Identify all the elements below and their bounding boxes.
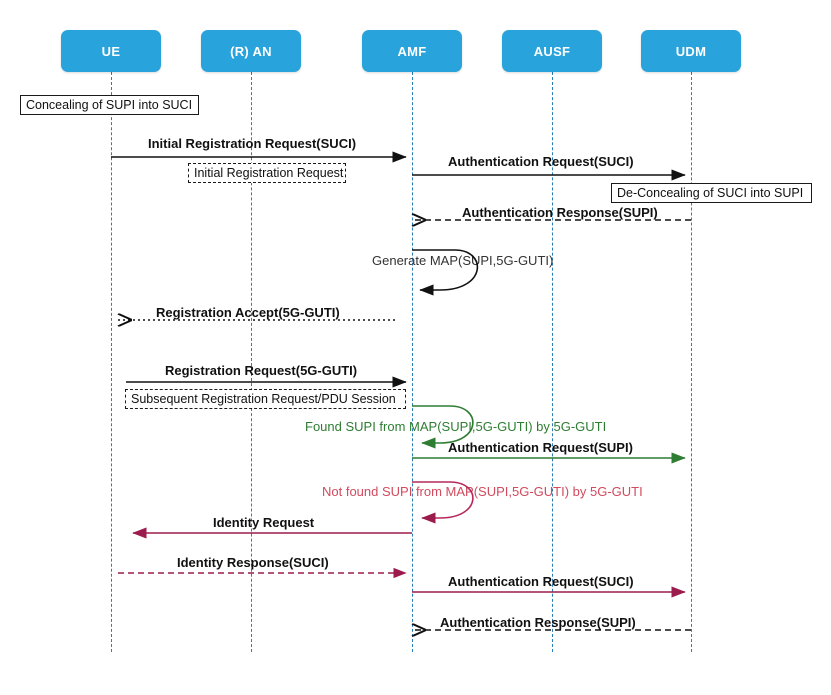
msglabel-registration-accept-5g-guti: Registration Accept(5G-GUTI) — [156, 305, 340, 320]
note-deconcealing-suci: De-Concealing of SUCI into SUPI — [611, 183, 812, 203]
msglabel-authentication-request-supi: Authentication Request(SUPI) — [448, 440, 633, 455]
msglabel-authentication-response-supi-1: Authentication Response(SUPI) — [462, 205, 658, 220]
lifeline-udm — [691, 72, 692, 652]
msglabel-found-supi: Found SUPI from MAP(SUPI,5G-GUTI) by 5G-… — [305, 419, 607, 434]
lifeline-ran — [251, 72, 252, 652]
lifeline-amf — [412, 72, 413, 652]
actor-box-amf[interactable]: AMF — [362, 30, 462, 72]
actor-box-ue[interactable]: UE — [61, 30, 161, 72]
lifeline-ausf — [552, 72, 553, 652]
msglabel-authentication-response-supi-2: Authentication Response(SUPI) — [440, 615, 636, 630]
note-initial-registration-request: Initial Registration Request — [188, 163, 346, 183]
note-concealing-supi: Concealing of SUPI into SUCI — [20, 95, 199, 115]
msglabel-initial-registration-request-suci: Initial Registration Request(SUCI) — [148, 136, 357, 151]
actor-box-udm[interactable]: UDM — [641, 30, 741, 72]
note-subsequent-registration-request: Subsequent Registration Request/PDU Sess… — [125, 389, 406, 409]
msglabel-generate-map: Generate MAP(SUPI,5G-GUTI) — [372, 253, 554, 268]
actor-box-ran[interactable]: (R) AN — [201, 30, 301, 72]
msglabel-registration-request-5g-guti: Registration Request(5G-GUTI) — [165, 363, 358, 378]
msglabel-not-found-supi: Not found SUPI from MAP(SUPI,5G-GUTI) by… — [322, 484, 643, 499]
msglabel-authentication-request-suci-1: Authentication Request(SUCI) — [448, 154, 634, 169]
actor-box-ausf[interactable]: AUSF — [502, 30, 602, 72]
msglabel-identity-request: Identity Request — [213, 515, 315, 530]
msglabel-identity-response-suci: Identity Response(SUCI) — [177, 555, 329, 570]
msglabel-authentication-request-suci-2: Authentication Request(SUCI) — [448, 574, 634, 589]
lifeline-ue — [111, 72, 112, 652]
